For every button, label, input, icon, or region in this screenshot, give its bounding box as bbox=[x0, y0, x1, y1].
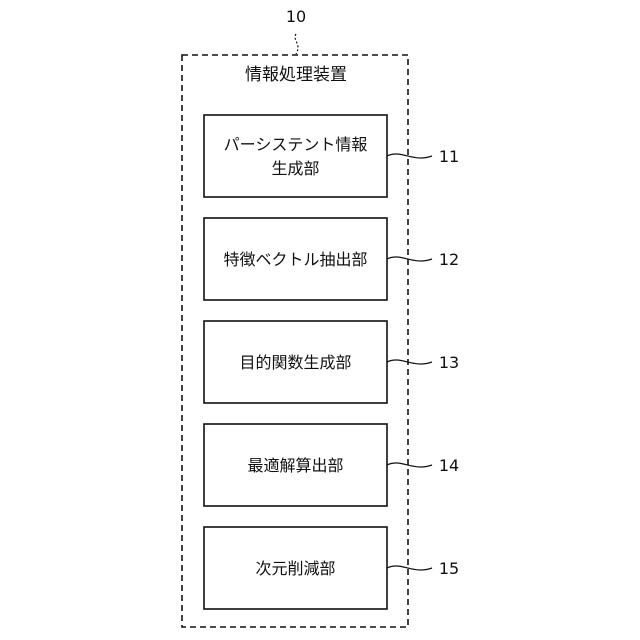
unit-label: パーシステント情報 bbox=[224, 135, 368, 154]
unit-ref-number: 13 bbox=[439, 353, 459, 372]
unit-block-14: 最適解算出部 14 bbox=[204, 424, 459, 506]
unit-block-12: 特徴ベクトル抽出部 12 bbox=[204, 218, 459, 300]
device-ref-number: 10 bbox=[286, 7, 306, 26]
unit-label: 目的関数生成部 bbox=[239, 353, 351, 372]
unit-leader-line bbox=[387, 566, 432, 570]
device-title: 情報処理装置 bbox=[245, 65, 347, 85]
unit-blocks: パーシステント情報生成部 11 特徴ベクトル抽出部 12 目的関数生成部 13 最適解算出部… bbox=[204, 115, 459, 609]
unit-label: 最適解算出部 bbox=[247, 456, 343, 475]
unit-ref-number: 14 bbox=[439, 456, 459, 475]
unit-block-13: 目的関数生成部 13 bbox=[204, 321, 459, 403]
unit-leader-line bbox=[387, 463, 432, 467]
unit-label: 特徴ベクトル抽出部 bbox=[223, 250, 367, 269]
unit-block-11: パーシステント情報生成部 11 bbox=[204, 115, 459, 197]
unit-label: 生成部 bbox=[271, 159, 319, 178]
unit-box bbox=[204, 115, 387, 197]
unit-block-15: 次元削減部 15 bbox=[204, 527, 459, 609]
device-ref-leader bbox=[295, 34, 298, 54]
unit-ref-number: 11 bbox=[439, 147, 459, 166]
unit-leader-line bbox=[387, 360, 432, 364]
unit-ref-number: 12 bbox=[439, 250, 459, 269]
unit-label: 次元削減部 bbox=[255, 559, 335, 578]
unit-ref-number: 15 bbox=[439, 559, 459, 578]
unit-leader-line bbox=[387, 154, 432, 158]
unit-leader-line bbox=[387, 257, 432, 261]
